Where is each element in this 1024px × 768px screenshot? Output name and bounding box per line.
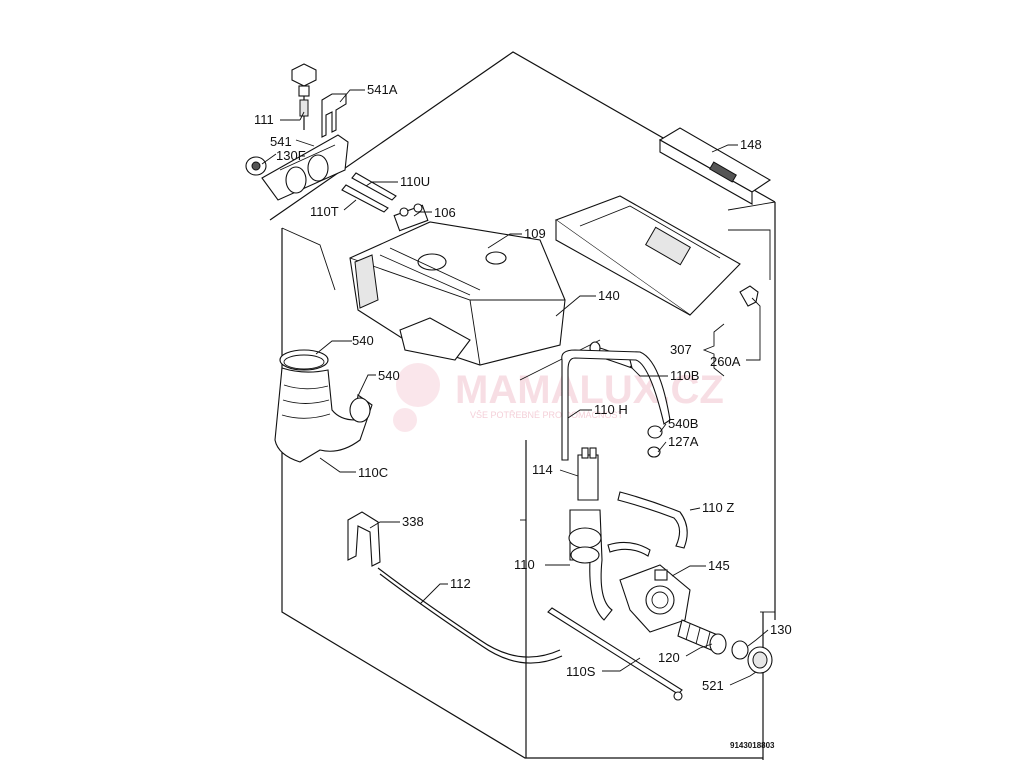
pump-inlet-part-114 bbox=[577, 447, 599, 501]
bracket-plate-part-541 bbox=[261, 134, 349, 201]
label-148: 148 bbox=[740, 137, 762, 152]
label-145: 145 bbox=[708, 558, 730, 573]
label-540b: 540B bbox=[668, 416, 698, 431]
bellows-hose-part-110c bbox=[274, 367, 373, 463]
clamp-part-540b bbox=[647, 425, 663, 439]
ring-part-130 bbox=[731, 640, 749, 660]
label-130f: 130F bbox=[276, 148, 306, 163]
valve-part-106 bbox=[393, 203, 429, 232]
cable-part-112 bbox=[377, 567, 563, 664]
pipe-part-110u bbox=[351, 172, 397, 201]
inlet-hose-part-111 bbox=[291, 63, 317, 130]
clip-part-541a bbox=[321, 93, 347, 138]
label-106: 106 bbox=[434, 205, 456, 220]
clip-part-338 bbox=[347, 511, 381, 567]
drain-hose-part-110 bbox=[568, 509, 651, 621]
clamp-part-540-upper bbox=[279, 349, 329, 371]
label-114: 114 bbox=[532, 462, 553, 477]
reference-code: 9143018803 bbox=[730, 741, 775, 750]
label-110z: 110 Z bbox=[702, 500, 734, 515]
label-110: 110 bbox=[514, 557, 535, 572]
watermark-brand: MAMALUX.CZ bbox=[455, 368, 724, 412]
label-109: 109 bbox=[524, 226, 546, 241]
nut-part-130f bbox=[245, 156, 267, 176]
label-110t: 110T bbox=[310, 204, 339, 219]
label-540-lower: 540 bbox=[378, 368, 400, 383]
label-110c: 110C bbox=[358, 465, 388, 480]
drawer-handle-part-148 bbox=[658, 127, 772, 205]
hose-part-110h bbox=[561, 349, 671, 461]
label-110h: 110 H bbox=[594, 402, 628, 417]
hose-part-110z bbox=[617, 491, 688, 549]
label-540-upper: 540 bbox=[352, 333, 374, 348]
callout-labels: 111 541A 541 130F 110U 110T 106 109 148 … bbox=[254, 82, 792, 693]
dispenser-housing-part-109 bbox=[349, 221, 566, 366]
label-127a: 127A bbox=[668, 434, 699, 449]
label-112: 112 bbox=[450, 576, 471, 591]
label-338: 338 bbox=[402, 514, 424, 529]
filter-part-120 bbox=[677, 619, 727, 655]
clip-part-260a bbox=[739, 285, 759, 307]
fitting-part-127a bbox=[647, 446, 661, 458]
cap-part-521 bbox=[747, 646, 773, 674]
label-110s: 110S bbox=[566, 664, 596, 679]
label-541a: 541A bbox=[367, 82, 398, 97]
pipe-part-110t bbox=[341, 184, 389, 213]
label-140: 140 bbox=[598, 288, 620, 303]
detergent-drawer bbox=[554, 195, 741, 316]
leader-lines bbox=[261, 89, 769, 686]
label-521: 521 bbox=[702, 678, 724, 693]
label-110b: 110B bbox=[670, 368, 699, 383]
watermark: MAMALUX.CZ VŠE POTŘEBNÉ PRO DOMÁCNOST bbox=[393, 363, 724, 432]
label-130: 130 bbox=[770, 622, 792, 637]
label-307: 307 bbox=[670, 342, 692, 357]
watermark-tagline: VŠE POTŘEBNÉ PRO DOMÁCNOST bbox=[470, 410, 624, 420]
label-111: 111 bbox=[254, 112, 274, 127]
label-260a: 260A bbox=[710, 354, 741, 369]
label-110u: 110U bbox=[400, 174, 430, 189]
label-120: 120 bbox=[658, 650, 680, 665]
label-541: 541 bbox=[270, 134, 292, 149]
rod-part-110s bbox=[547, 607, 683, 701]
pump-part-145 bbox=[619, 564, 691, 633]
